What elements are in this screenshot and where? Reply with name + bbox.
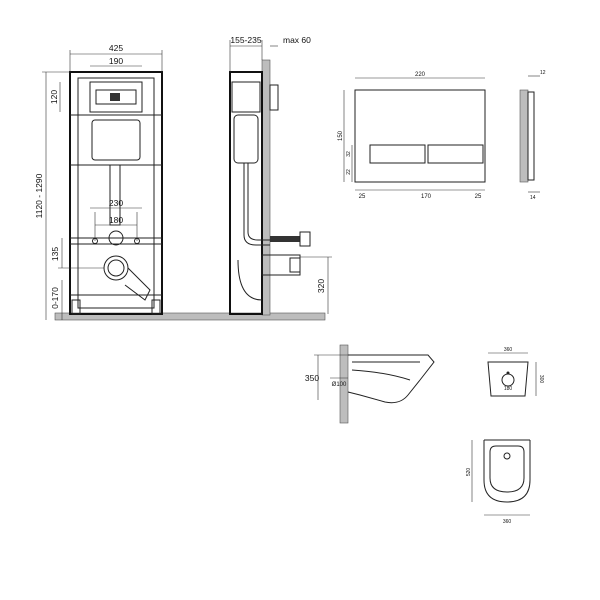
flush-outlet bbox=[108, 230, 124, 246]
dim-top-width-label: 360 bbox=[503, 519, 512, 525]
dim-rear-height-label: 300 bbox=[538, 375, 544, 384]
dim-side-top-label: 12 bbox=[540, 70, 546, 76]
side-mechanism bbox=[231, 81, 261, 113]
side-plate-bracket bbox=[269, 84, 279, 111]
frame-side-view: 155-235 max 60 320 bbox=[229, 35, 332, 316]
toilet-side-view: 350 Ø100 bbox=[305, 344, 435, 424]
button-right bbox=[427, 144, 484, 164]
dim-drain-label: 135 bbox=[50, 247, 60, 261]
dim-margin-left-label: 25 bbox=[359, 194, 366, 200]
dim-side-bottom-label: 14 bbox=[530, 195, 536, 201]
side-flush-cap bbox=[299, 231, 311, 247]
dim-foot-label: 0-170 bbox=[50, 287, 60, 309]
dim-button-offset-label: 22 bbox=[346, 169, 352, 175]
dim-depth-label: 155-235 bbox=[230, 35, 261, 45]
plate-wall-hatch bbox=[519, 89, 529, 183]
flush-mechanism bbox=[89, 81, 143, 113]
dim-mount-inner-label: 180 bbox=[109, 215, 123, 225]
dim-top-offset-label: 120 bbox=[49, 90, 59, 104]
dim-width-label: 425 bbox=[109, 43, 123, 53]
dim-rear-bolt-label: 180 bbox=[504, 386, 513, 392]
floor-hatch bbox=[54, 312, 326, 321]
side-cistern bbox=[233, 114, 259, 164]
side-drain-curve bbox=[237, 259, 263, 301]
dim-plate-height-label: 150 bbox=[338, 130, 344, 141]
flush-mechanism-inner bbox=[95, 89, 137, 105]
flush-plate-front: 220 150 32 22 25 170 25 bbox=[338, 72, 486, 200]
dim-inner-label: 190 bbox=[109, 56, 123, 66]
button-left bbox=[369, 144, 426, 164]
flush-plate-side: 12 14 bbox=[519, 70, 546, 201]
dim-side-drain-label: 320 bbox=[316, 279, 326, 293]
toilet-side-bowl bbox=[351, 361, 420, 381]
dim-margin-right-label: 25 bbox=[475, 194, 482, 200]
drain-inner bbox=[107, 259, 125, 277]
side-flush-pipe-inner bbox=[247, 163, 270, 241]
plate-side-profile bbox=[527, 91, 535, 181]
dim-height-label: 1120 - 1290 bbox=[34, 173, 44, 218]
dim-max-label: max 60 bbox=[283, 35, 311, 45]
valve-block bbox=[110, 93, 120, 101]
toilet-rear-body bbox=[487, 361, 529, 397]
dim-outlet-label: Ø100 bbox=[332, 382, 347, 388]
frame-inner bbox=[77, 77, 155, 309]
frame-outline bbox=[69, 71, 163, 315]
dim-button-width-label: 170 bbox=[421, 194, 432, 200]
toilet-side-body bbox=[347, 354, 435, 404]
dim-top-length-label: 520 bbox=[466, 468, 472, 477]
foot-left bbox=[71, 299, 81, 315]
frame-front-view: 425 190 120 1120 - 1290 230 180 135 0-17… bbox=[34, 43, 326, 321]
toilet-rear-outlet bbox=[501, 373, 515, 387]
toilet-top-outlet bbox=[503, 452, 511, 460]
side-frame bbox=[229, 71, 263, 315]
toilet-top-view: 520 360 bbox=[466, 439, 531, 525]
side-drain-cap bbox=[289, 257, 301, 273]
side-flush-pipe bbox=[243, 163, 270, 246]
plate-outline bbox=[354, 89, 486, 183]
toilet-wall-hatch bbox=[339, 344, 349, 424]
dim-rear-width-label: 360 bbox=[504, 347, 513, 353]
wall-hatch bbox=[261, 59, 271, 316]
toilet-top-body bbox=[483, 440, 531, 503]
cistern bbox=[91, 119, 141, 161]
foot-right bbox=[151, 299, 161, 315]
dim-plate-width-label: 220 bbox=[415, 72, 426, 78]
dim-mount-outer-label: 230 bbox=[109, 198, 123, 208]
dim-button-height-label: 32 bbox=[346, 151, 352, 157]
dim-toilet-height-label: 350 bbox=[305, 373, 319, 383]
side-flush-connector bbox=[270, 236, 300, 242]
toilet-rear-inlet bbox=[506, 371, 510, 375]
toilet-rear-view: 360 300 180 bbox=[487, 347, 544, 397]
toilet-top-bowl bbox=[489, 445, 525, 493]
